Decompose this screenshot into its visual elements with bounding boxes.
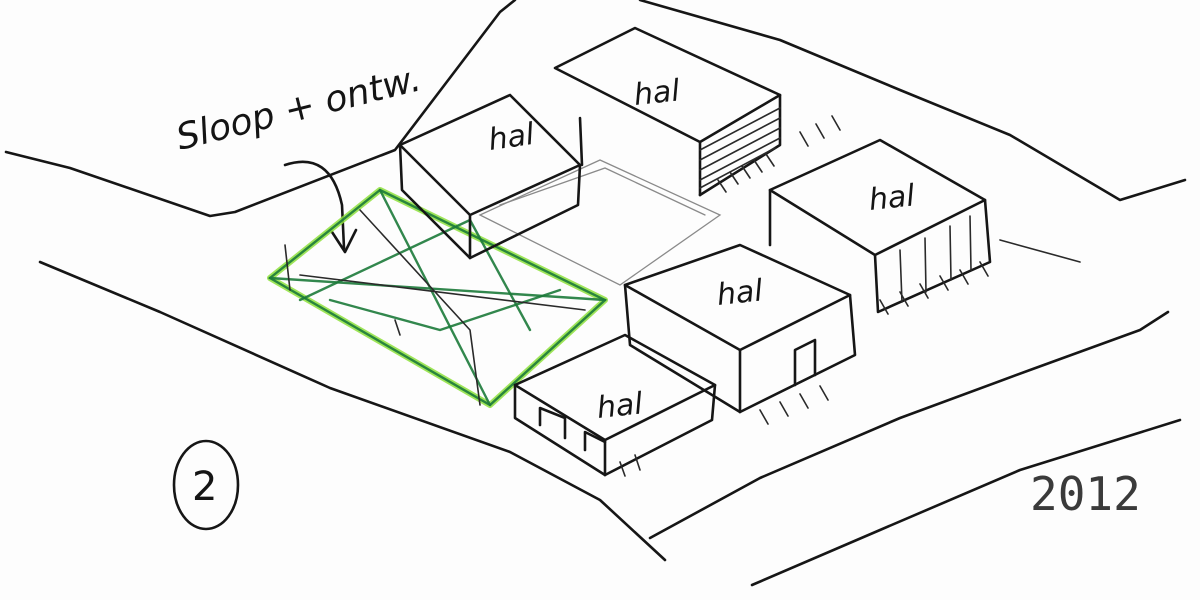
annotation-arrow bbox=[283, 160, 346, 250]
highlighted-plot bbox=[267, 187, 608, 408]
building-hal-4 bbox=[623, 243, 857, 414]
parking-marks bbox=[619, 115, 1081, 477]
arrowhead-icon bbox=[330, 228, 358, 254]
building-label-4: hal bbox=[715, 273, 765, 313]
building-hal-5 bbox=[513, 333, 717, 477]
number-label: 2 bbox=[192, 464, 217, 510]
road-lines bbox=[4, 0, 1187, 587]
year-label: 2012 bbox=[1030, 467, 1141, 521]
building-label-1: hal bbox=[486, 117, 537, 158]
number-circle bbox=[172, 439, 240, 531]
building-hal-3 bbox=[768, 138, 992, 314]
building-label-5: hal bbox=[595, 386, 645, 426]
building-hal-1 bbox=[398, 93, 584, 260]
building-hal-2 bbox=[553, 26, 782, 197]
courtyard bbox=[478, 159, 722, 286]
building-label-3: hal bbox=[867, 178, 917, 218]
annotation-label: Sloop + ontw. bbox=[172, 58, 425, 158]
building-label-2: hal bbox=[632, 73, 682, 113]
